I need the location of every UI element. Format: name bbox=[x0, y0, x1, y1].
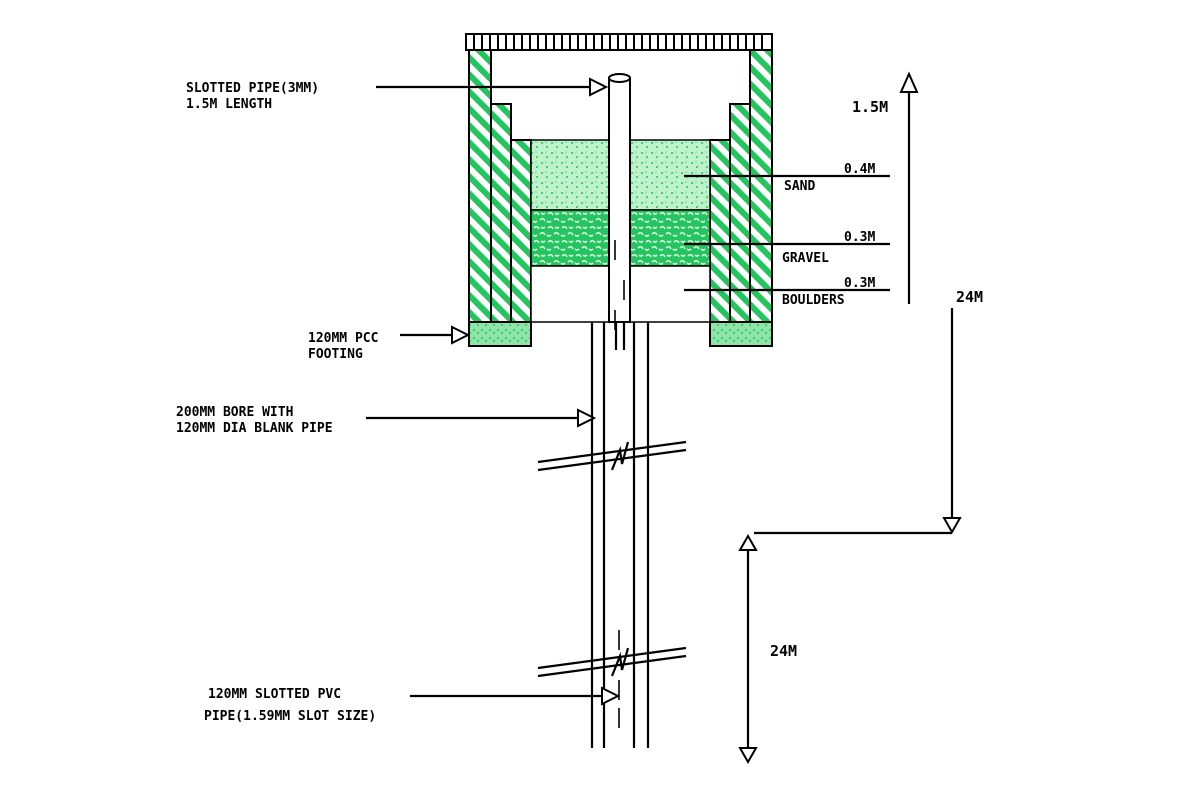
label-pcc-footing-2: FOOTING bbox=[308, 347, 363, 362]
label-pvc-pipe-1: 120MM SLOTTED PVC bbox=[208, 687, 341, 702]
inner-wall-left bbox=[490, 103, 532, 323]
label-upper-depth: 24M bbox=[956, 288, 983, 306]
leader-pvc-pipe bbox=[410, 686, 621, 706]
break-line-upper bbox=[537, 440, 687, 472]
pit-depth-dimension bbox=[899, 71, 919, 304]
outer-wall-left bbox=[468, 49, 492, 323]
label-slotted-pipe-2: 1.5M LENGTH bbox=[186, 97, 272, 112]
label-bore-2: 120MM DIA BLANK PIPE bbox=[176, 421, 333, 436]
label-pit-depth: 1.5M bbox=[852, 98, 888, 116]
label-slotted-pipe-1: SLOTTED PIPE(3MM) bbox=[186, 81, 319, 96]
break-line-lower bbox=[537, 646, 687, 678]
slotted-pipe bbox=[608, 73, 631, 330]
gravel-layer bbox=[530, 209, 711, 267]
upper-depth-dimension bbox=[754, 308, 962, 535]
label-pvc-pipe-2: PIPE(1.59MM SLOT SIZE) bbox=[204, 709, 376, 724]
leader-slotted-pipe bbox=[376, 77, 609, 97]
label-pcc-footing-1: 120MM PCC bbox=[308, 331, 378, 346]
label-sand: SAND bbox=[784, 179, 815, 194]
leader-pcc-footing bbox=[400, 325, 471, 345]
bore-pipe bbox=[590, 322, 650, 748]
boulders-layer bbox=[530, 265, 711, 323]
pcc-footing-right bbox=[709, 321, 773, 347]
leader-bore bbox=[366, 408, 597, 428]
sand-layer bbox=[530, 139, 711, 211]
label-boulders: BOULDERS bbox=[782, 293, 845, 308]
lower-depth-dimension bbox=[738, 533, 758, 765]
label-lower-depth: 24M bbox=[770, 642, 797, 660]
label-gravel-depth: 0.3M bbox=[844, 230, 875, 245]
label-gravel: GRAVEL bbox=[782, 251, 829, 266]
label-bore-1: 200MM BORE WITH bbox=[176, 405, 293, 420]
pcc-footing-left bbox=[468, 321, 532, 347]
label-sand-depth: 0.4M bbox=[844, 162, 875, 177]
outer-wall-right bbox=[749, 49, 773, 323]
pit-cover-grating bbox=[465, 33, 773, 51]
label-boulders-depth: 0.3M bbox=[844, 276, 875, 291]
